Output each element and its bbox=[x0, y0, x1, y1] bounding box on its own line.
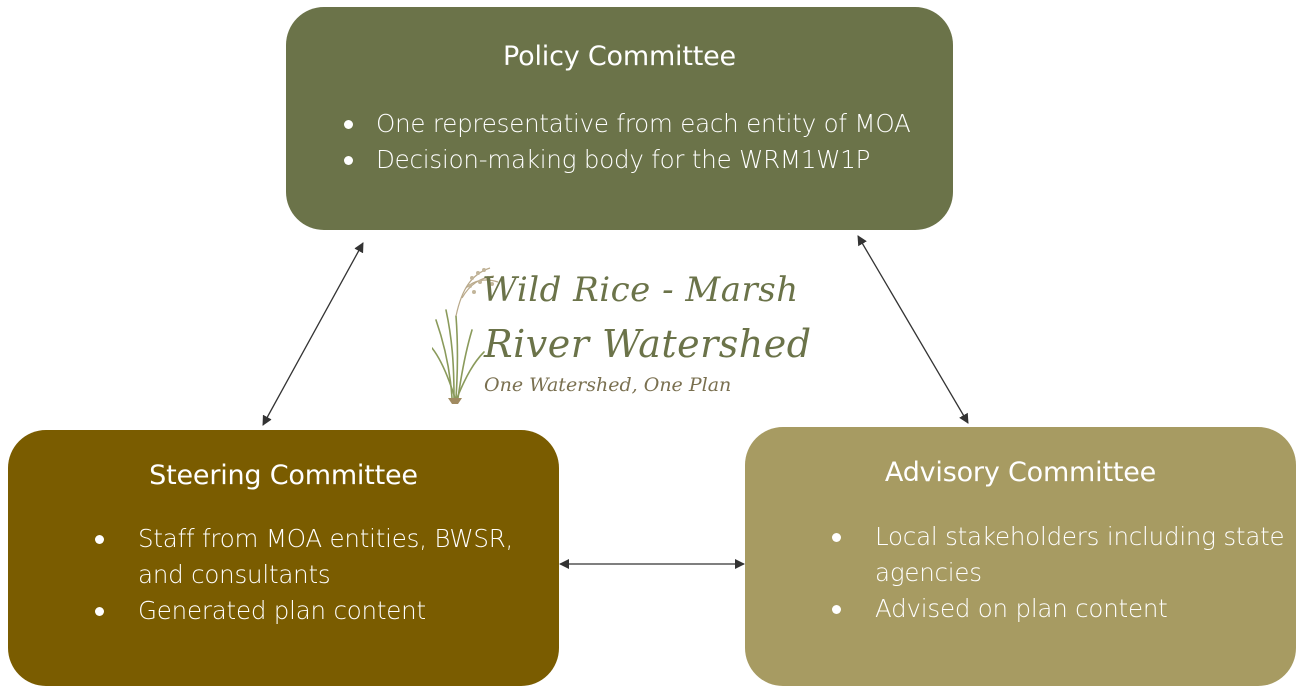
logo-title-line2: River Watershed bbox=[484, 322, 812, 366]
policy-bullet: Decision-making body for the WRM1W1P bbox=[344, 142, 911, 178]
logo-tagline: One Watershed, One Plan bbox=[484, 374, 732, 396]
policy-committee-bullets: One representative from each entity of M… bbox=[344, 106, 911, 178]
arrow-policy-advisory bbox=[857, 235, 969, 424]
steering-committee-title: Steering Committee bbox=[149, 460, 418, 491]
arrow-policy-steering bbox=[262, 242, 364, 426]
advisory-bullet: Advised on plan content bbox=[832, 591, 1285, 627]
steering-committee-box: Steering Committee Staff from MOA entiti… bbox=[8, 430, 559, 686]
steering-bullet: Generated plan content bbox=[95, 593, 548, 629]
advisory-committee-box: Advisory Committee Local stakeholders in… bbox=[745, 427, 1296, 686]
watershed-logo: Wild Rice - Marsh River Watershed One Wa… bbox=[432, 258, 832, 406]
steering-bullet: Staff from MOA entities, BWSR, and consu… bbox=[95, 521, 548, 593]
advisory-bullet: Local stakeholders including state agenc… bbox=[832, 519, 1285, 591]
wild-rice-grass-icon bbox=[432, 267, 499, 404]
logo-title-line1: Wild Rice - Marsh bbox=[482, 270, 799, 310]
advisory-committee-bullets: Local stakeholders including state agenc… bbox=[832, 519, 1285, 627]
policy-committee-title: Policy Committee bbox=[503, 41, 736, 72]
steering-committee-bullets: Staff from MOA entities, BWSR, and consu… bbox=[95, 521, 548, 629]
policy-committee-box: Policy Committee One representative from… bbox=[286, 7, 953, 230]
advisory-committee-title: Advisory Committee bbox=[884, 457, 1157, 488]
policy-bullet: One representative from each entity of M… bbox=[344, 106, 911, 142]
